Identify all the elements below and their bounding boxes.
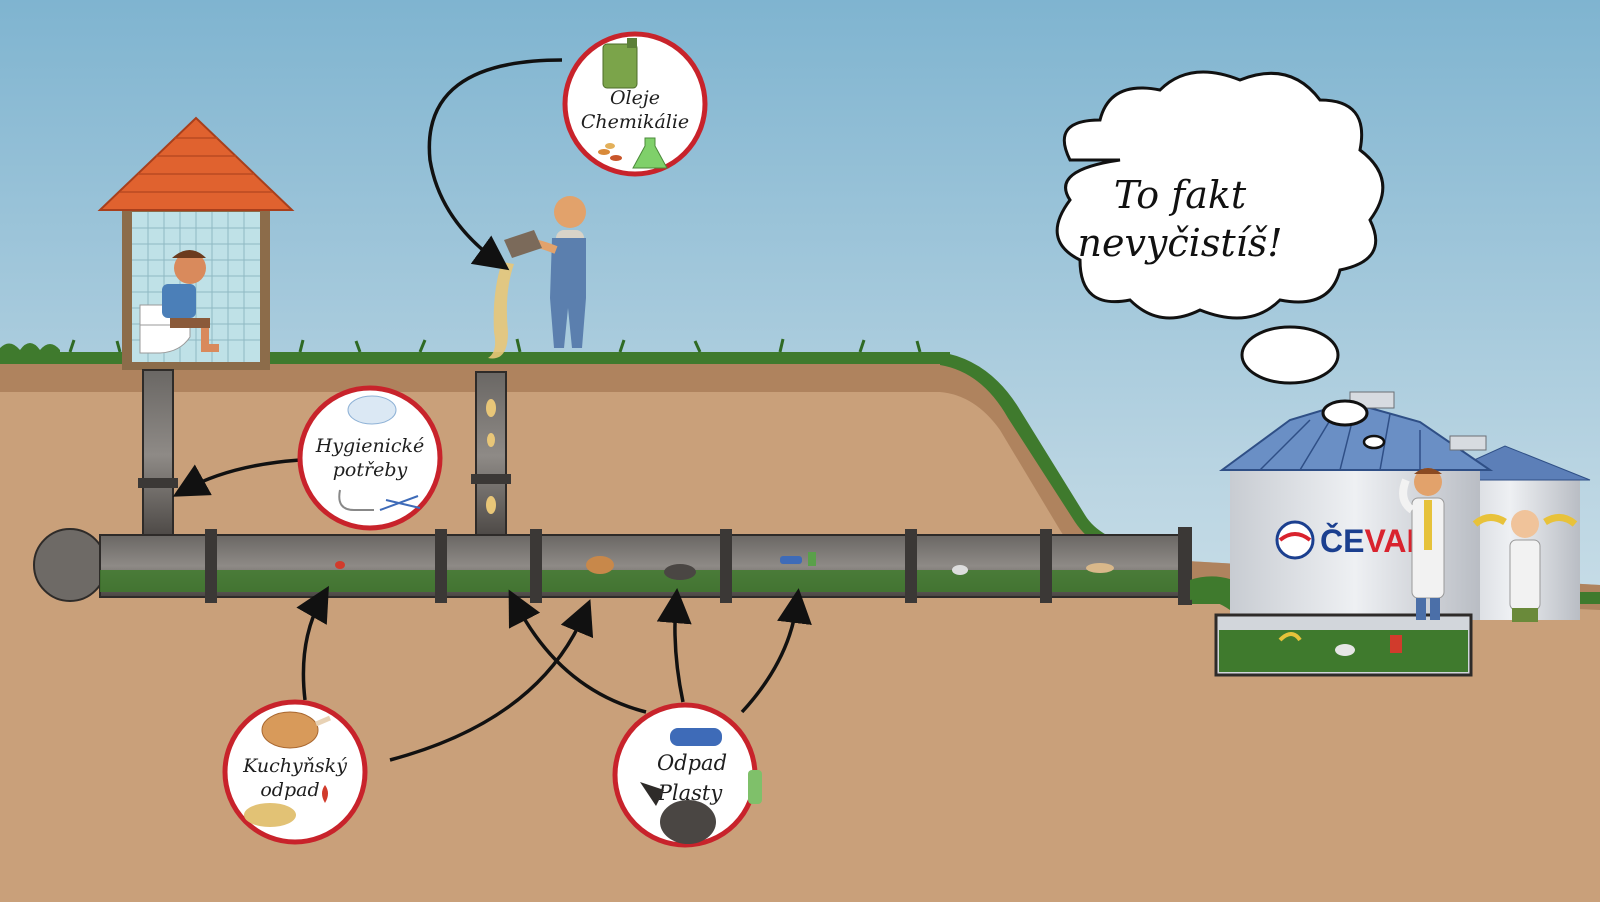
toilet-house (97, 116, 295, 370)
badge-kitchen-waste: Kuchyňský odpad (222, 699, 368, 845)
flask-icon (632, 137, 668, 169)
badge-plastic-line-1: Odpad (657, 751, 727, 775)
vertical-pipe-toilet (138, 369, 178, 541)
arrow-hygiene-to-pipe (172, 458, 301, 497)
badge-kitchen-line-2: odpad (260, 779, 319, 801)
cotton-swab-icon (338, 489, 421, 511)
badge-oils-line-2: Chemikálie (581, 111, 689, 133)
badge-kitchen-line-1: Kuchyňský (242, 755, 347, 777)
logo-text-dark: ČE (1320, 523, 1364, 559)
scientist-man (1399, 468, 1445, 620)
sewer-pipe (33, 527, 1192, 605)
badge-oils-chemicals: Oleje Chemikálie (562, 31, 708, 177)
arrow-plastic-to-pipe-1 (508, 589, 647, 714)
treatment-plant (1214, 391, 1591, 677)
apple-core-icon (322, 785, 328, 803)
badge-hygiene-line-1: Hygienické (315, 435, 425, 457)
arrows (172, 58, 812, 762)
pad-icon (347, 395, 397, 425)
cevak-logo: ČEVAK (1275, 520, 1430, 560)
arrow-plastic-to-pipe-3 (740, 588, 812, 714)
roast-chicken-icon (261, 711, 331, 749)
pills-icon (598, 143, 622, 161)
thought-line-1: To fakt (1114, 173, 1247, 217)
vertical-pipe-drain (471, 371, 511, 541)
garbage-bag-icon (640, 782, 716, 844)
badge-hygiene-line-2: potřeby (333, 459, 408, 481)
arrow-kitchen-to-pipe-left (296, 585, 329, 701)
thought-line-2: nevyčistíš! (1077, 221, 1282, 265)
thought-bubble: To fakt nevyčistíš! (1055, 70, 1386, 450)
badge-plastic-waste: Odpad Plasty (612, 702, 762, 848)
badge-hygiene: Hygienické potřeby (297, 385, 443, 531)
plastic-bottle-icon (670, 728, 762, 804)
arrow-oils-to-drain (427, 58, 563, 271)
man-pouring-oil (488, 196, 586, 359)
arrow-kitchen-to-pipe-right (389, 599, 594, 762)
canister-icon (602, 38, 638, 89)
badge-oils-line-1: Oleje (610, 87, 660, 109)
scientist-woman (1472, 510, 1578, 622)
arrow-plastic-to-pipe-2 (656, 588, 692, 703)
